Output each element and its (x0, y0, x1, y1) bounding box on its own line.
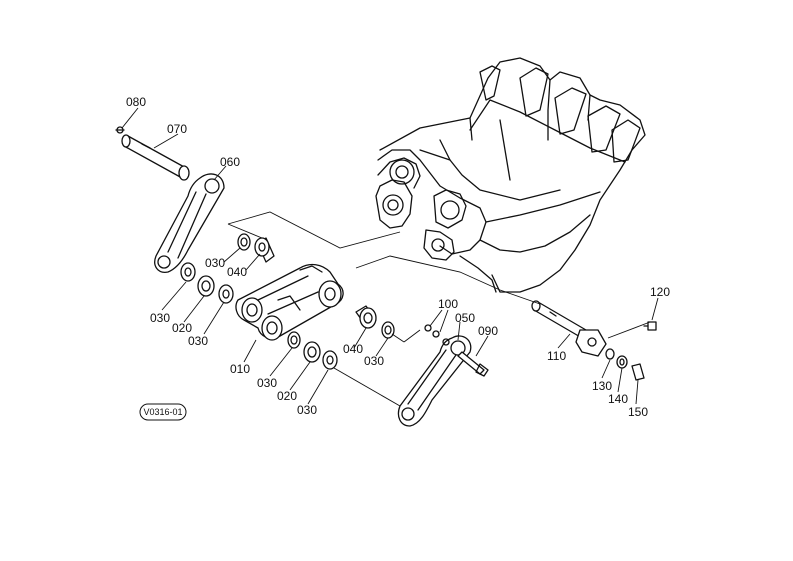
callout-030-left-2: 030 (188, 334, 208, 348)
callout-030-right: 030 (364, 354, 384, 368)
link-arm-050 (397, 335, 472, 427)
callout-030-upper: 030 (205, 256, 225, 270)
callout-120: 120 (650, 285, 670, 299)
bushing-030-left-2 (218, 284, 234, 304)
callout-020-left: 020 (172, 321, 192, 335)
bushing-040-upper (254, 237, 275, 263)
bolt-090 (457, 351, 489, 377)
callout-030-lower: 030 (257, 376, 277, 390)
pin-110 (531, 300, 587, 339)
callout-130: 130 (592, 379, 612, 393)
washer-130 (605, 348, 615, 360)
grease-nipples-100 (424, 324, 450, 346)
assembly-lines (227, 211, 651, 407)
callout-040-right: 040 (343, 342, 363, 356)
callout-100: 100 (438, 297, 458, 311)
bucket-drawing (375, 57, 646, 293)
plate-110 (575, 329, 607, 357)
pin-070 (121, 134, 190, 181)
bushing-040-right (355, 305, 377, 329)
diagram-code: V0316-01 (143, 407, 182, 417)
callout-070: 070 (167, 122, 187, 136)
bushing-030-left (180, 262, 196, 282)
callout-030-lower-2: 030 (297, 403, 317, 417)
callout-030-left: 030 (150, 311, 170, 325)
callout-080: 080 (126, 95, 146, 109)
diagram-code-badge: V0316-01 (139, 403, 187, 421)
callout-110: 110 (547, 349, 566, 363)
callout-150: 150 (628, 405, 648, 419)
bushing-030-upper (237, 233, 251, 251)
callout-140: 140 (608, 392, 628, 406)
callout-020-lower: 020 (277, 389, 297, 403)
bushing-030-lower (287, 331, 301, 349)
callout-leaders (121, 107, 659, 405)
callout-010: 010 (230, 362, 250, 376)
bushing-020-lower (303, 341, 321, 363)
bushing-020-left (197, 275, 215, 297)
link-arm-060 (154, 173, 225, 273)
bolt-120 (643, 321, 657, 331)
main-link-010 (235, 263, 344, 341)
callout-060: 060 (220, 155, 240, 169)
bushing-030-right (381, 321, 395, 339)
bolt-150 (631, 363, 645, 381)
bushing-030-lower-2 (322, 350, 338, 370)
callout-040-upper: 040 (227, 265, 247, 279)
callout-050: 050 (455, 311, 475, 325)
callout-090: 090 (478, 324, 498, 338)
washer-140 (616, 355, 628, 369)
pin-080 (115, 126, 125, 134)
